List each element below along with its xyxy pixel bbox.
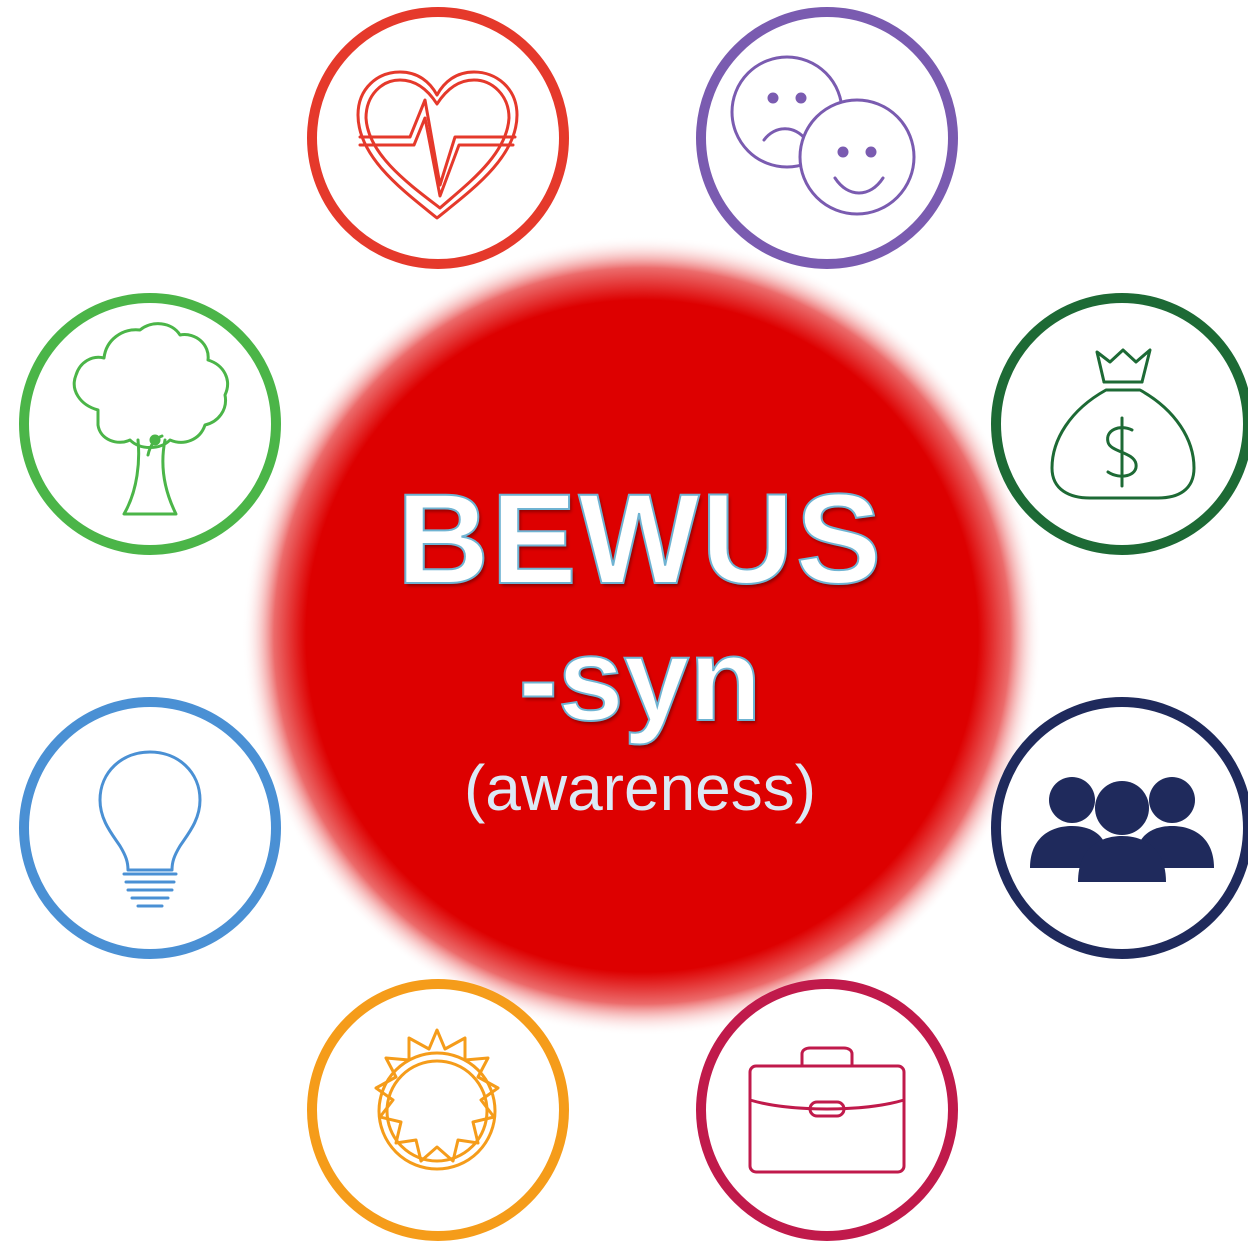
tree-icon (72, 322, 230, 516)
node-faces (696, 7, 958, 269)
node-money (991, 293, 1248, 555)
center-translation: (awareness) (463, 752, 817, 824)
briefcase-icon (748, 1046, 906, 1174)
node-sun (307, 979, 569, 1241)
node-tree (19, 293, 281, 555)
node-heart (307, 7, 569, 269)
center-title: BEWUS (396, 468, 884, 611)
heart-pulse-icon (356, 70, 519, 220)
faces-icon (730, 55, 916, 216)
center-subtitle: -syn (518, 614, 763, 746)
lightbulb-icon (98, 750, 202, 908)
node-lightbulb (19, 697, 281, 959)
money-bag-icon (1050, 348, 1196, 500)
center-circle (242, 236, 1042, 1036)
node-briefcase (696, 979, 958, 1241)
node-people (991, 697, 1248, 959)
people-group-icon (1030, 777, 1214, 882)
center-label: BEWUS -syn (awareness) (340, 468, 940, 828)
sun-icon (374, 1028, 500, 1171)
